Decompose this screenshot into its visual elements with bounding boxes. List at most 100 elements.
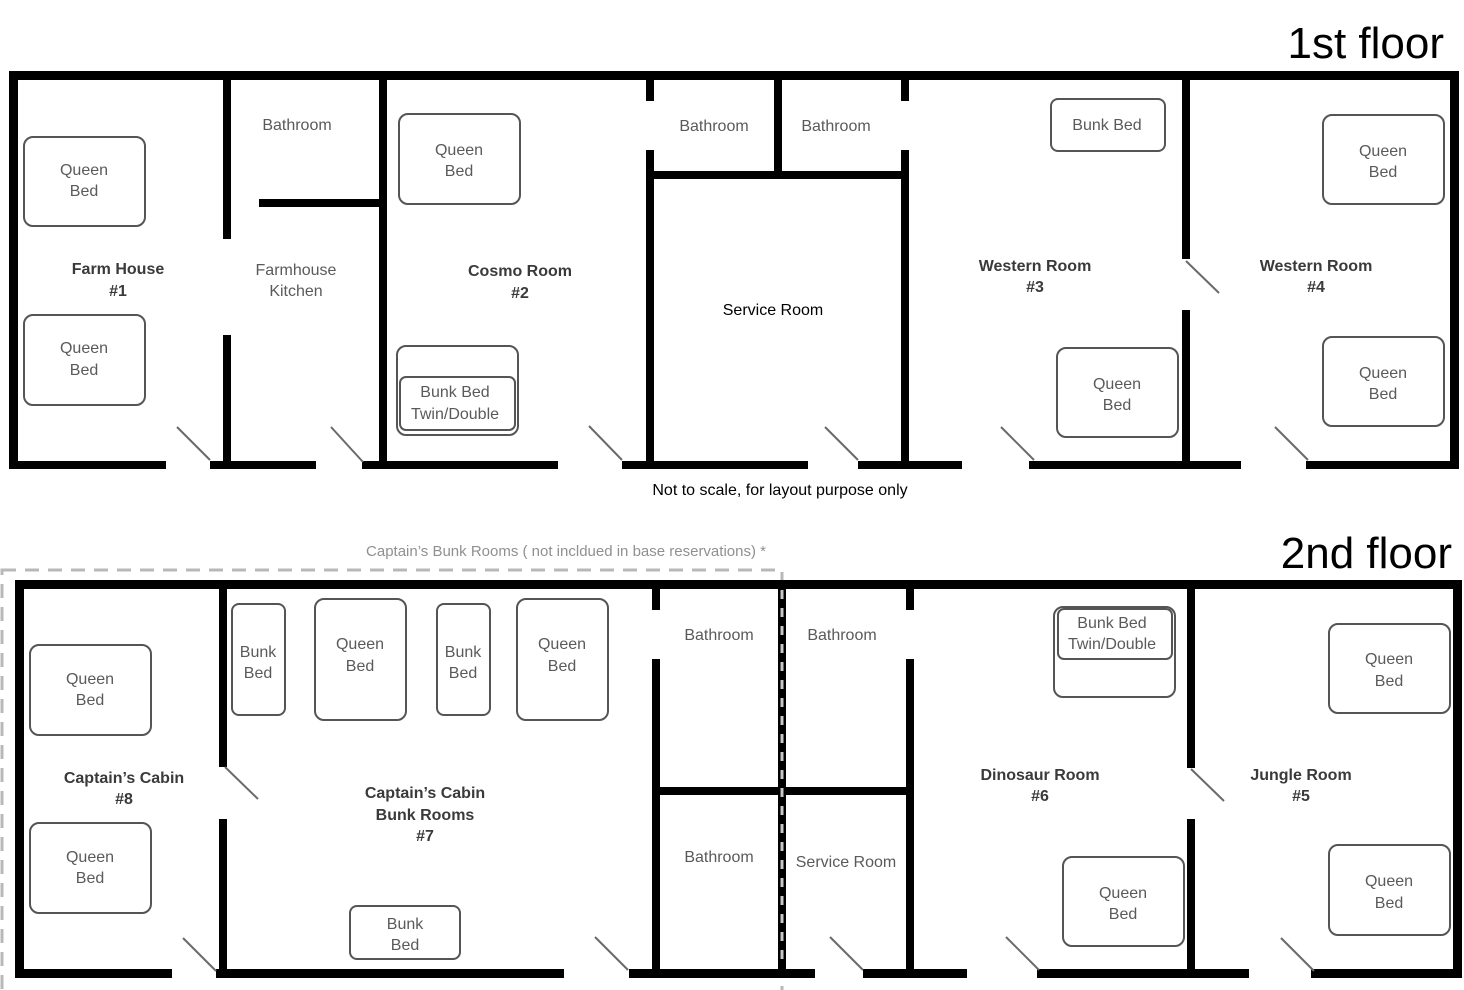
bed-western3-bunk: Bunk Bed	[1050, 98, 1166, 152]
svg-text:Bed: Bed	[391, 937, 419, 954]
svg-text:Queen: Queen	[60, 340, 108, 357]
svg-text:Western Room: Western Room	[979, 258, 1092, 275]
bathroom-2nd-upper-left: Bathroom	[684, 627, 753, 644]
first-floor-title: 1st floor	[1287, 19, 1444, 68]
bed-bunk-room-queen-2: Queen Bed	[516, 598, 609, 721]
svg-text:Queen: Queen	[1093, 376, 1141, 393]
svg-text:Cosmo Room: Cosmo Room	[468, 263, 572, 280]
svg-text:Bed: Bed	[70, 183, 98, 200]
bed-bunk-room-bunk-2: Bunk Bed	[436, 603, 491, 716]
svg-text:Twin/Double: Twin/Double	[1068, 636, 1156, 653]
bathroom-left: Bathroom	[679, 118, 748, 135]
svg-text:Queen: Queen	[336, 636, 384, 653]
svg-text:#6: #6	[1031, 788, 1049, 805]
svg-text:#5: #5	[1292, 788, 1310, 805]
svg-text:Bed: Bed	[76, 870, 104, 887]
svg-text:Bunk Rooms: Bunk Rooms	[376, 807, 475, 824]
svg-text:Queen: Queen	[66, 671, 114, 688]
bed-farmhouse-queen-1: Queen Bed	[23, 136, 146, 227]
svg-text:Farm House: Farm House	[72, 261, 165, 278]
svg-text:Queen: Queen	[1359, 365, 1407, 382]
bed-bunk-room-queen-1: Queen Bed	[314, 598, 407, 721]
svg-text:#7: #7	[416, 828, 434, 845]
bunk-rooms-note: Captain’s Bunk Rooms ( not incldued in b…	[366, 543, 766, 560]
bed-jungle-queen-2: Queen Bed	[1328, 844, 1451, 936]
room-captains-cabin-8: Captain’s Cabin #8	[64, 770, 184, 808]
room-captains-bunk-rooms-7: Captain’s Cabin Bunk Rooms #7	[365, 785, 485, 845]
room-farmhouse-kitchen: Farmhouse Kitchen	[256, 262, 337, 300]
svg-text:Bunk: Bunk	[387, 916, 424, 933]
svg-text:Queen: Queen	[1359, 143, 1407, 160]
scale-note: Not to scale, for layout purpose only	[652, 482, 907, 499]
bathroom-farmhouse: Bathroom	[262, 117, 331, 134]
bed-jungle-queen-1: Queen Bed	[1328, 623, 1451, 714]
bathroom-2nd-upper-right: Bathroom	[807, 627, 876, 644]
bed-dinosaur-queen: Queen Bed	[1062, 856, 1185, 947]
room-service-2nd: Service Room	[796, 854, 896, 871]
svg-text:#1: #1	[109, 283, 127, 300]
svg-text:Queen: Queen	[60, 162, 108, 179]
room-farm-house-1: Farm House #1	[72, 261, 165, 300]
bathroom-right: Bathroom	[801, 118, 870, 135]
svg-text:Queen: Queen	[1099, 885, 1147, 902]
svg-text:Bed: Bed	[346, 658, 374, 675]
bed-cosmo-queen: Queen Bed	[398, 113, 521, 205]
svg-text:Bed: Bed	[1109, 906, 1137, 923]
svg-text:Farmhouse: Farmhouse	[256, 262, 337, 279]
room-western-3: Western Room #3	[979, 258, 1092, 296]
svg-text:Bunk Bed: Bunk Bed	[1072, 117, 1141, 134]
bed-cosmo-bunk-twin-double: Bunk Bed Twin/Double	[396, 345, 519, 436]
bed-western4-queen-2: Queen Bed	[1322, 336, 1445, 427]
svg-text:Bed: Bed	[70, 362, 98, 379]
first-floor-walls	[9, 71, 1459, 469]
bed-captains-cabin-queen-2: Queen Bed	[29, 822, 152, 914]
first-floor-doors	[176, 260, 1309, 463]
svg-text:Bed: Bed	[76, 692, 104, 709]
svg-text:Queen: Queen	[538, 636, 586, 653]
svg-text:Bed: Bed	[449, 665, 477, 682]
svg-text:#3: #3	[1026, 279, 1044, 296]
bed-bunk-room-bunk-3: Bunk Bed	[349, 905, 461, 960]
svg-text:Western Room: Western Room	[1260, 258, 1373, 275]
svg-text:Bed: Bed	[445, 163, 473, 180]
svg-text:Bed: Bed	[1375, 673, 1403, 690]
svg-text:Kitchen: Kitchen	[269, 283, 322, 300]
svg-text:#8: #8	[115, 791, 133, 808]
svg-text:Captain’s Cabin: Captain’s Cabin	[64, 770, 184, 787]
bed-bunk-room-bunk-1: Bunk Bed	[231, 603, 286, 716]
room-service-1st: Service Room	[723, 302, 823, 319]
svg-text:Twin/Double: Twin/Double	[411, 406, 499, 423]
svg-text:Bed: Bed	[1375, 895, 1403, 912]
svg-text:Bunk: Bunk	[240, 644, 277, 661]
room-cosmo-2: Cosmo Room #2	[468, 263, 572, 302]
bed-western3-queen: Queen Bed	[1056, 347, 1179, 438]
svg-text:Bed: Bed	[1369, 164, 1397, 181]
bed-captains-cabin-queen-1: Queen Bed	[29, 644, 152, 736]
svg-text:#4: #4	[1307, 279, 1325, 296]
room-western-4: Western Room #4	[1260, 258, 1373, 296]
svg-text:Jungle Room: Jungle Room	[1250, 767, 1351, 784]
second-floor-title: 2nd floor	[1281, 529, 1452, 578]
second-floor-doors	[182, 766, 1315, 972]
room-dinosaur-6: Dinosaur Room #6	[980, 767, 1099, 805]
svg-text:Bunk Bed: Bunk Bed	[420, 384, 489, 401]
svg-text:#2: #2	[511, 285, 529, 302]
svg-text:Bed: Bed	[1369, 386, 1397, 403]
bathroom-2nd-lower: Bathroom	[684, 849, 753, 866]
bed-dinosaur-bunk-twin-double: Bunk Bed Twin/Double	[1053, 606, 1176, 698]
svg-text:Queen: Queen	[66, 849, 114, 866]
svg-text:Queen: Queen	[1365, 651, 1413, 668]
svg-text:Bunk Bed: Bunk Bed	[1077, 615, 1146, 632]
svg-text:Bed: Bed	[1103, 397, 1131, 414]
svg-text:Bunk: Bunk	[445, 644, 482, 661]
svg-text:Queen: Queen	[435, 142, 483, 159]
svg-text:Captain’s Cabin: Captain’s Cabin	[365, 785, 485, 802]
bed-western4-queen-1: Queen Bed	[1322, 114, 1445, 205]
svg-text:Dinosaur Room: Dinosaur Room	[980, 767, 1099, 784]
svg-text:Queen: Queen	[1365, 873, 1413, 890]
svg-text:Bed: Bed	[244, 665, 272, 682]
svg-text:Bed: Bed	[548, 658, 576, 675]
bed-farmhouse-queen-2: Queen Bed	[23, 314, 146, 406]
room-jungle-5: Jungle Room #5	[1250, 767, 1351, 805]
